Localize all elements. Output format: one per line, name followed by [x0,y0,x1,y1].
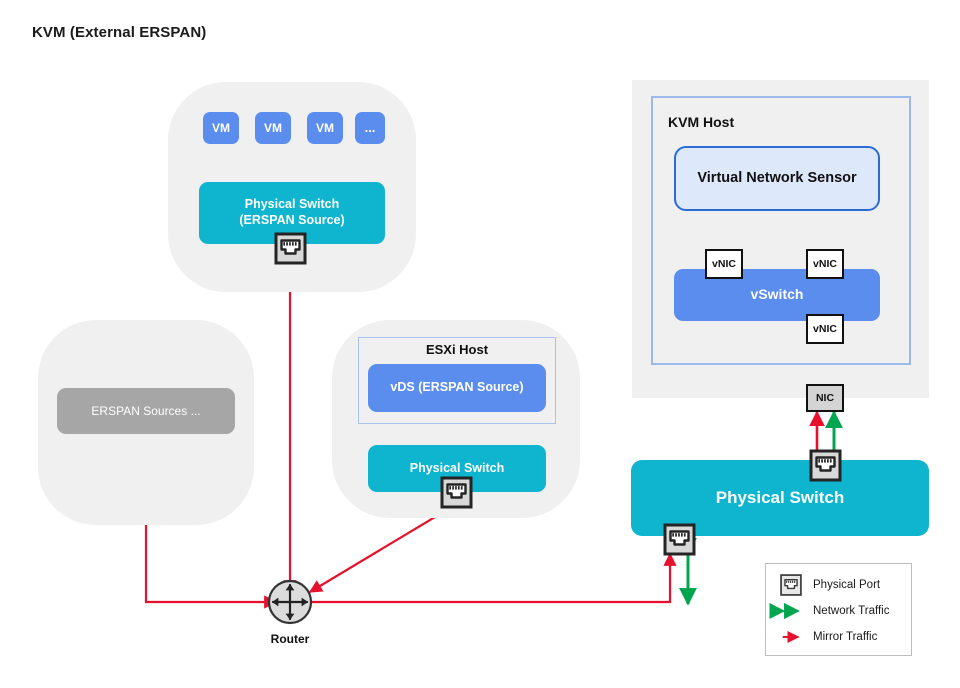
vm-box-3-label: VM [316,120,334,135]
vnic-right-label: vNIC [813,258,837,270]
vm-box-2-label: VM [264,120,282,135]
router-icon[interactable] [266,578,314,626]
bottom-physical-switch-label: Physical Switch [715,488,845,508]
physical-port-icon [780,574,802,596]
vnic-bottom-label: vNIC [813,323,837,335]
vnic-left-label: vNIC [712,258,736,270]
esxi-host-frame [358,337,556,424]
virtual-network-sensor-label: Virtual Network Sensor [697,170,857,187]
vm-box-2[interactable]: VM [255,112,291,144]
erspan-sources-label: ERSPAN Sources ... [91,403,201,418]
legend-label-mirror-traffic: Mirror Traffic [813,631,878,643]
legend-label-network-traffic: Network Traffic [813,605,890,617]
bottom-physical-switch-box[interactable]: Physical Switch [631,460,929,536]
vm-box-overflow-label: ... [364,119,376,135]
vnic-right-chip[interactable]: vNIC [806,249,844,279]
legend-item-network-traffic: Network Traffic [769,600,911,622]
router-label: Router [270,632,310,646]
legend-box: Physical Port Network Traffic Mirror Tra… [765,563,912,656]
vnic-left-chip[interactable]: vNIC [705,249,743,279]
vm-box-overflow[interactable]: ... [355,112,385,144]
legend-item-mirror-traffic: Mirror Traffic [780,626,911,648]
legend-label-physical-port: Physical Port [813,579,881,591]
esxi-host-label: ESXi Host [425,342,489,357]
nic-chip[interactable]: NIC [806,384,844,412]
vds-box[interactable]: vDS (ERSPAN Source) [368,364,546,412]
kvm-physical-switch-line1: Physical Switch [244,197,340,212]
esxi-port-to-router-line [308,507,451,593]
physical-port-icon[interactable] [663,523,696,556]
vm-box-1-label: VM [212,120,230,135]
virtual-network-sensor-box[interactable]: Virtual Network Sensor [674,146,880,211]
esxi-physical-switch-label: Physical Switch [409,460,505,475]
single-arrow-icon [782,630,800,644]
erspan-sources-to-router-line [144,525,278,609]
kvm-physical-switch-line2: (ERSPAN Source) [239,213,345,227]
router-to-bottom-switch-line [304,552,677,604]
vds-label: vDS (ERSPAN Source) [390,380,524,395]
erspan-sources-box[interactable]: ERSPAN Sources ... [57,388,235,434]
physical-port-icon[interactable] [440,476,473,509]
page-title: KVM (External ERSPAN) [32,24,207,41]
physical-port-icon[interactable] [809,449,842,482]
vswitch-label: vSwitch [750,286,804,303]
vnic-bottom-chip[interactable]: vNIC [806,314,844,344]
kvm-host-panel [632,80,929,398]
physical-port-icon[interactable] [274,232,307,265]
legend-item-physical-port: Physical Port [780,574,911,596]
kvm-host-frame [651,96,911,365]
nic-label: NIC [815,392,835,404]
double-arrow-icon [769,602,800,620]
kvm-host-label: KVM Host [668,114,735,130]
vm-box-1[interactable]: VM [203,112,239,144]
vm-box-3[interactable]: VM [307,112,343,144]
